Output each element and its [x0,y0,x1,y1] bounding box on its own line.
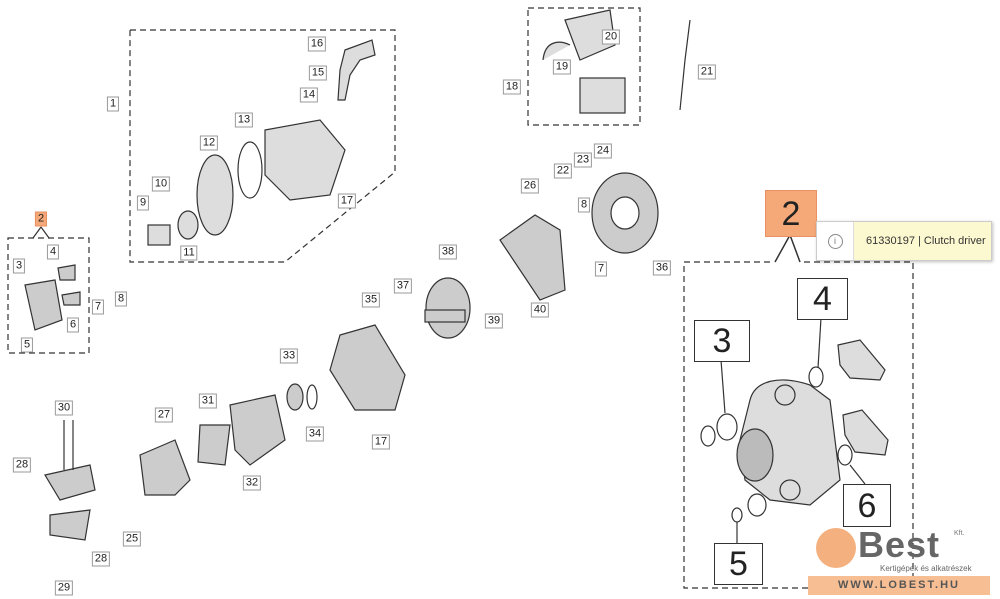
detail-callout-4[interactable]: 4 [797,278,848,320]
callout-40[interactable]: 40 [530,302,550,318]
logo-suffix: Kft. [954,530,965,537]
callout-24[interactable]: 24 [593,143,613,159]
callout-8[interactable]: 8 [114,291,128,307]
callout-17[interactable]: 17 [337,193,357,209]
logo-url: WWW.LOBEST.HU [808,576,990,595]
part-tooltip: i 61330197 | Clutch driver [816,221,992,261]
callout-35[interactable]: 35 [361,292,381,308]
callout-4[interactable]: 4 [46,244,60,260]
callout-28[interactable]: 28 [12,457,32,473]
callout-29[interactable]: 29 [54,580,74,596]
callout-33[interactable]: 33 [279,348,299,364]
callout-25[interactable]: 25 [122,531,142,547]
callout-26[interactable]: 26 [520,178,540,194]
callout-15[interactable]: 15 [308,65,328,81]
callout-5[interactable]: 5 [20,337,34,353]
callout-18[interactable]: 18 [502,79,522,95]
logo-mark-icon [816,528,856,568]
lobest-logo[interactable]: Best Kft. Kertigépek és alkatrészek WWW.… [808,524,993,596]
detail-callout-2[interactable]: 2 [765,190,817,237]
callout-36[interactable]: 36 [652,260,672,276]
callout-20[interactable]: 20 [601,29,621,45]
detail-callout-3[interactable]: 3 [694,320,750,362]
callout-21[interactable]: 21 [697,64,717,80]
callout-23[interactable]: 23 [573,152,593,168]
callout-9[interactable]: 9 [136,195,150,211]
callout-19[interactable]: 19 [552,59,572,75]
callout-38[interactable]: 38 [438,244,458,260]
callout-30[interactable]: 30 [54,400,74,416]
logo-tagline: Kertigépek és alkatrészek [880,564,972,573]
info-icon: i [817,222,854,260]
callout-37[interactable]: 37 [393,278,413,294]
callout-7[interactable]: 7 [594,261,608,277]
callout-16[interactable]: 16 [307,36,327,52]
callout-28[interactable]: 28 [91,551,111,567]
callout-11[interactable]: 11 [180,245,198,261]
detail-callout-5[interactable]: 5 [714,543,763,585]
callout-17[interactable]: 17 [371,434,391,450]
callout-13[interactable]: 13 [234,112,254,128]
callout-39[interactable]: 39 [484,313,504,329]
callout-34[interactable]: 34 [305,426,325,442]
callout-7[interactable]: 7 [91,299,105,315]
callout-1[interactable]: 1 [106,96,120,112]
callout-27[interactable]: 27 [154,407,174,423]
callout-2-highlighted[interactable]: 2 [34,211,48,227]
callout-14[interactable]: 14 [299,87,319,103]
callout-12[interactable]: 12 [199,135,219,151]
callout-3[interactable]: 3 [12,258,26,274]
callout-8[interactable]: 8 [577,197,591,213]
logo-brand: Best [858,524,941,565]
callout-22[interactable]: 22 [553,163,573,179]
callout-31[interactable]: 31 [198,393,218,409]
callout-32[interactable]: 32 [242,475,262,491]
tooltip-text: 61330197 | Clutch driver [866,234,986,247]
callout-10[interactable]: 10 [151,176,171,192]
callout-6[interactable]: 6 [66,317,80,333]
detail-callout-6[interactable]: 6 [843,484,891,527]
